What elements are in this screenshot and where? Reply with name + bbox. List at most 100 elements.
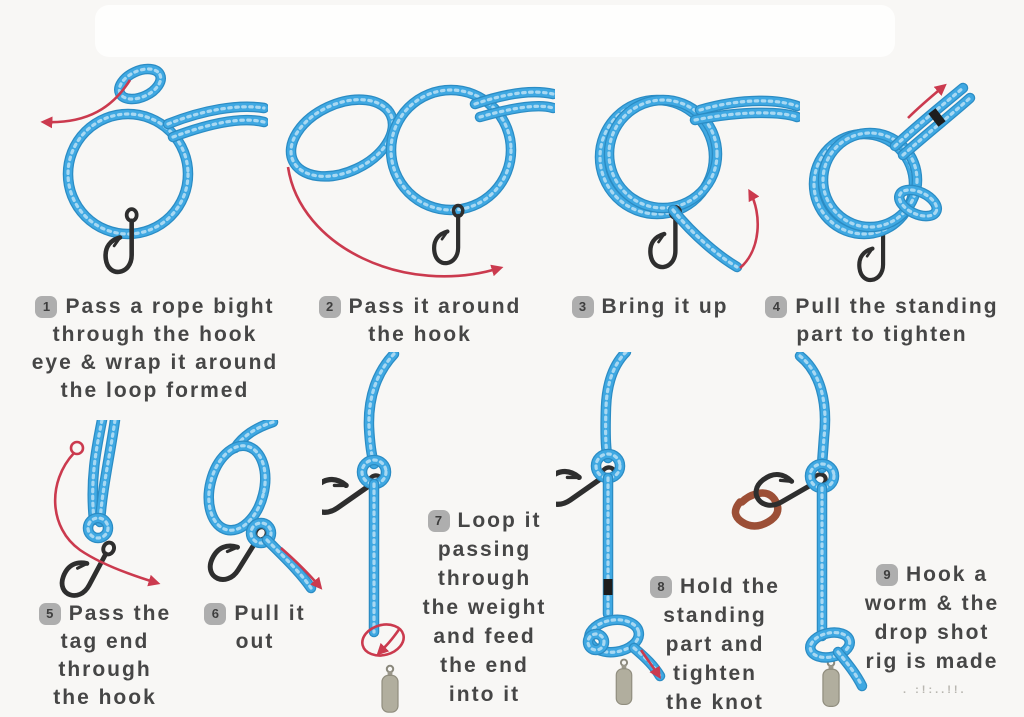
caption-text: passing xyxy=(437,538,532,561)
caption-text: tighten xyxy=(673,662,757,685)
figure-step-6-pull-it-out xyxy=(185,420,323,594)
direction-arrow xyxy=(907,83,947,119)
step-number-badge: 2 xyxy=(318,296,341,318)
caption-text: Hook a xyxy=(905,563,988,586)
threading-loop-arrow xyxy=(361,623,405,657)
figure-step-8-tighten-knot xyxy=(556,352,666,706)
rope-weight-loop xyxy=(808,630,852,660)
caption-text: rig is made xyxy=(865,650,999,673)
caption-text: the hook xyxy=(368,323,472,346)
rope-stopper-band xyxy=(928,108,946,127)
rope-line xyxy=(604,352,628,460)
rope-knot xyxy=(586,632,606,652)
step-9-caption: 9 Hook a worm & the drop shot rig is made xyxy=(840,560,1024,676)
caption-text: Pass the xyxy=(68,602,172,625)
caption-text: drop shot xyxy=(874,621,990,644)
step-1-caption: 1 Pass a rope bight through the hook eye … xyxy=(0,293,310,405)
caption-text: Pass a rope bight xyxy=(65,295,275,318)
caption-text: out xyxy=(235,630,275,653)
caption-text: Bring it up xyxy=(601,295,729,318)
rope-tag-end xyxy=(671,208,739,269)
caption-text: Hold the xyxy=(680,575,780,598)
step-6-caption: 6 Pull it out xyxy=(180,600,330,656)
rope-tail xyxy=(698,99,799,112)
step-number-badge: 5 xyxy=(38,603,61,625)
rope-loop xyxy=(389,88,513,212)
caption-text: the knot xyxy=(666,691,764,714)
direction-arrow xyxy=(739,188,760,269)
step-2-caption: 2 Pass it around the hook xyxy=(305,293,535,349)
caption-text: the end xyxy=(440,654,529,677)
rope-knot xyxy=(360,458,388,486)
step-number-badge: 7 xyxy=(427,509,450,532)
figure-step-1-loop-around-hook xyxy=(40,63,268,297)
direction-arrow xyxy=(376,627,402,656)
fishing-hook-icon xyxy=(57,530,116,603)
rope-tag-end xyxy=(265,538,313,590)
step-3-caption: 3 Bring it up xyxy=(560,293,740,321)
direction-arrow xyxy=(639,649,661,680)
drop-shot-weight xyxy=(821,658,841,708)
figure-step-3-bring-it-up xyxy=(594,94,800,273)
caption-text: and feed xyxy=(433,625,536,648)
arrow-start-loop xyxy=(69,440,85,456)
rope-knot xyxy=(249,521,273,545)
rope-strand xyxy=(98,420,117,524)
figure-step-7-loop-through-weight xyxy=(322,352,405,714)
direction-arrow xyxy=(53,452,161,587)
step-4-caption: 4 Pull the standing part to tighten xyxy=(742,293,1022,349)
figure-step-2-pass-around-hook xyxy=(285,84,555,278)
caption-text: through the hook xyxy=(52,323,258,346)
rope-tail xyxy=(166,105,266,126)
rope-standing-part xyxy=(901,96,972,157)
rope-knot xyxy=(86,516,110,540)
caption-text: part and xyxy=(665,633,765,656)
drop-shot-weight xyxy=(380,664,400,714)
direction-arrow xyxy=(286,166,504,278)
caption-text: through xyxy=(437,567,532,590)
step-number-badge: 6 xyxy=(204,603,227,625)
caption-text: worm & the xyxy=(864,592,1000,615)
step-number-badge: 9 xyxy=(875,563,898,586)
step-5-caption: 5 Pass the tag end through the hook xyxy=(20,600,190,712)
rope-coil xyxy=(897,188,939,218)
drop-shot-weight xyxy=(615,658,633,706)
figure-step-4-pull-to-tighten xyxy=(808,82,976,298)
direction-arrow xyxy=(40,79,132,129)
caption-text: the weight xyxy=(422,596,547,619)
rope-loop xyxy=(207,444,267,532)
figure-step-5-pass-tag-end xyxy=(53,420,161,605)
rope-tag-end xyxy=(669,206,741,271)
rope-line xyxy=(601,352,630,462)
caption-text: tag end xyxy=(60,630,150,653)
step-number-badge: 4 xyxy=(765,296,788,318)
rope-knot xyxy=(808,462,836,490)
watermark-text: . :!:..!!. xyxy=(903,684,967,696)
rope-tail xyxy=(473,90,555,106)
rope-tag-end xyxy=(836,650,864,688)
top-highlight-blob xyxy=(95,5,895,57)
caption-text: Pull it xyxy=(234,602,306,625)
caption-text: the loop formed xyxy=(60,379,250,402)
caption-text: part to tighten xyxy=(796,323,968,346)
fishing-hook-icon xyxy=(106,209,137,272)
direction-arrow xyxy=(280,547,323,590)
rope-coil xyxy=(607,98,719,210)
figure-step-9-finished-rig xyxy=(731,352,868,708)
step-number-badge: 3 xyxy=(571,296,594,318)
caption-text: Pass it around xyxy=(348,295,522,318)
caption-text: the hook xyxy=(53,686,157,709)
rope-coil xyxy=(821,131,919,229)
rope-tail xyxy=(171,118,266,139)
caption-text: Pull the standing xyxy=(795,295,999,318)
rope-loop xyxy=(66,112,190,236)
rope-knot xyxy=(594,452,622,480)
caption-text: through xyxy=(58,658,152,681)
rope-tail xyxy=(478,104,555,119)
caption-text: eye & wrap it around xyxy=(31,351,279,374)
rope-strand xyxy=(91,420,104,522)
step-number-badge: 1 xyxy=(35,296,58,318)
